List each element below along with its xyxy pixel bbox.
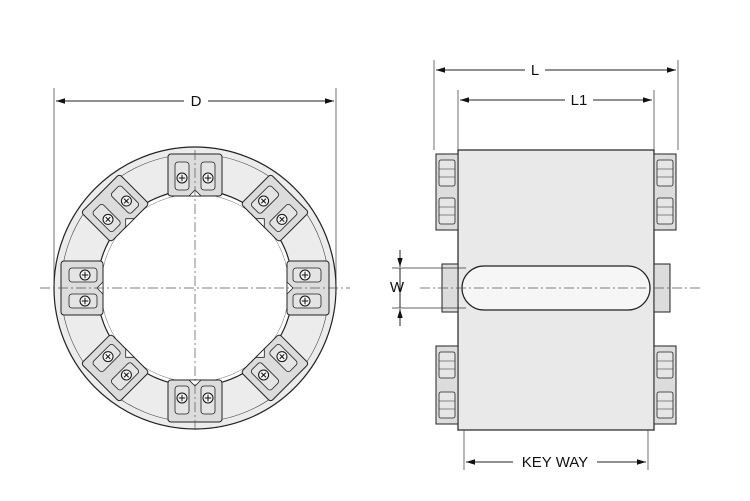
dimension-d: D	[53, 88, 337, 288]
dimension-keyway: KEY WAY	[463, 430, 649, 471]
dimension-l-label: L	[531, 62, 539, 79]
clamp-lug	[241, 334, 309, 402]
dimension-w-label: W	[390, 279, 405, 296]
side-view	[420, 149, 700, 431]
bolt-head-side	[438, 197, 456, 225]
clamp-lug	[286, 260, 330, 316]
dimension-w: W	[390, 250, 466, 326]
bolt-head-side	[656, 197, 674, 225]
dimension-keyway-label: KEY WAY	[522, 454, 588, 471]
bolt-head-side	[438, 351, 456, 379]
dimension-l: L	[433, 60, 679, 150]
bolt-head-side	[438, 159, 456, 187]
clamp-lug	[81, 174, 149, 242]
dimension-d-label: D	[191, 93, 202, 110]
bolt-head-side	[656, 159, 674, 187]
clamp-lug	[81, 334, 149, 402]
clamp-lug	[241, 174, 309, 242]
clamping-lugs	[60, 153, 330, 423]
dimension-l1-label: L1	[571, 92, 588, 109]
bolt-head-side	[656, 351, 674, 379]
bolt-head-side	[438, 391, 456, 419]
bolt-head-side	[656, 391, 674, 419]
front-view	[40, 146, 350, 430]
clamp-lug	[167, 379, 223, 423]
dimension-l1: L1	[457, 90, 655, 150]
clamp-details	[438, 159, 674, 419]
